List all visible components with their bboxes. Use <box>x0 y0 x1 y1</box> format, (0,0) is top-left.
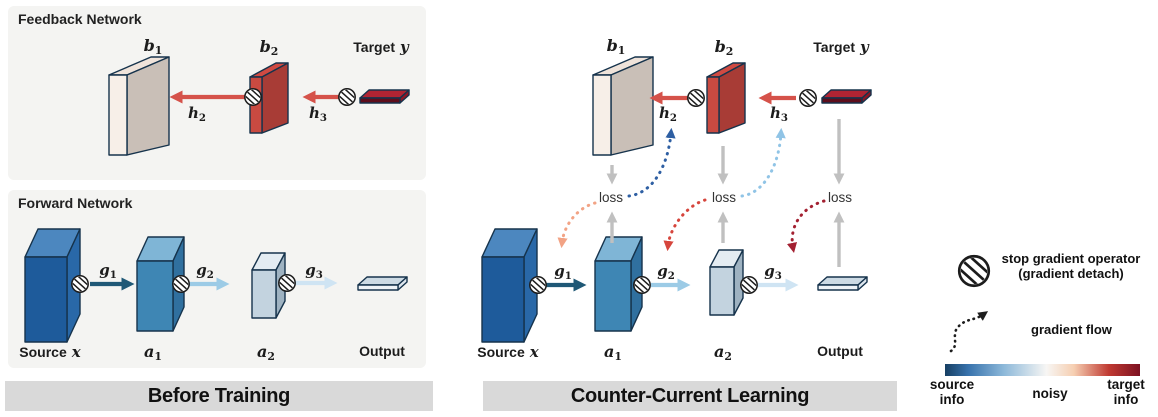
h2-label-middle: h2 <box>659 104 677 124</box>
gradient-flow-legend-icon <box>949 311 989 353</box>
stop-gradient-icon <box>338 88 357 106</box>
stop-gradient-legend-label: stop gradient operator (gradient detach) <box>1001 251 1141 281</box>
feedback-network-panel <box>8 6 426 180</box>
gradient-flow-loss2-to-g2 <box>663 198 707 252</box>
info-colorbar <box>945 364 1140 376</box>
loss-label-3: loss <box>827 190 853 205</box>
colorbar-noisy-label: noisy <box>1032 386 1068 401</box>
gradient-flow-loss3-to-g3 <box>787 199 826 254</box>
output-label-middle: Output <box>817 343 863 359</box>
before-training-caption: Before Training <box>5 381 433 411</box>
a2-label-middle: a2 <box>714 342 732 364</box>
g1-label-middle: g1 <box>554 262 572 282</box>
output-bar-left <box>357 276 408 291</box>
counter-current-caption: Counter-Current Learning <box>483 381 897 411</box>
source-slab-middle <box>481 228 538 343</box>
a2-label-left: a2 <box>257 342 275 364</box>
gradient-flow-loss2-to-h3 <box>740 127 786 198</box>
b1-slab-left <box>108 56 170 156</box>
output-bar-middle <box>817 276 868 291</box>
stop-gradient-icon <box>687 89 706 107</box>
loss-label-1: loss <box>598 190 624 205</box>
a2-slab-middle <box>709 249 744 316</box>
h2-label-left: h2 <box>188 104 206 124</box>
g1-label-left: g1 <box>99 261 117 281</box>
b1-label-left: b1 <box>143 36 163 58</box>
loss-label-2: loss <box>711 190 737 205</box>
b2-label-middle: b2 <box>714 37 734 59</box>
stop-gradient-legend-icon <box>957 255 991 288</box>
b2-label-left: b2 <box>259 37 279 59</box>
feedback-network-title: Feedback Network <box>18 11 142 27</box>
h3-label-left: h3 <box>309 104 327 124</box>
g3-label-left: g3 <box>305 261 323 281</box>
gradient-flow-legend-label: gradient flow <box>1031 322 1112 337</box>
target-bar-left <box>359 89 410 104</box>
before-training-caption-text: Before Training <box>147 384 291 407</box>
h3-label-middle: h3 <box>770 104 788 124</box>
b2-slab-middle <box>706 62 746 134</box>
gradient-flow-loss1-to-h2 <box>627 127 676 198</box>
a1-label-left: a1 <box>144 342 162 364</box>
counter-current-caption-text: Counter-Current Learning <box>570 384 810 407</box>
gradient-flow-loss1-to-g1 <box>557 201 597 249</box>
colorbar-target-label: target info <box>1107 377 1145 407</box>
target-bar-middle <box>821 89 872 104</box>
b1-label-middle: b1 <box>606 36 626 58</box>
b1-slab-middle <box>592 56 654 156</box>
g2-label-middle: g2 <box>657 262 675 282</box>
colorbar-source-label: source info <box>929 377 975 407</box>
g2-label-left: g2 <box>196 261 214 281</box>
output-label-left: Output <box>359 343 405 359</box>
a1-label-middle: a1 <box>604 342 622 364</box>
g3-label-middle: g3 <box>764 262 782 282</box>
forward-network-title: Forward Network <box>18 195 133 211</box>
stop-gradient-icon <box>799 89 818 107</box>
